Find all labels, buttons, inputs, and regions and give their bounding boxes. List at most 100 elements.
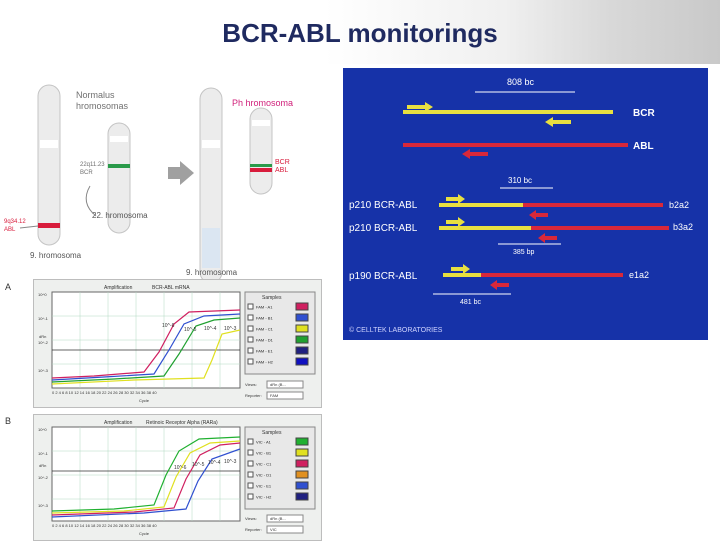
plot-b-svg: Amplification Retinoic Receptor Alpha (R… xyxy=(38,420,316,536)
curve-b1 xyxy=(51,313,241,381)
sample-label: VIC - H2 xyxy=(256,495,272,500)
svg-text:Samples: Samples xyxy=(262,430,282,436)
sample-label: FAM - B1 xyxy=(256,316,273,321)
title-bar xyxy=(0,0,720,64)
svg-text:Amplification: Amplification xyxy=(104,420,133,426)
svg-text:22q11.23: 22q11.23 xyxy=(80,162,105,168)
copyright: © CELLTEK LABORATORIES xyxy=(349,326,443,334)
sample-checkbox[interactable] xyxy=(247,493,254,500)
sample-color-swatch[interactable] xyxy=(295,437,309,446)
sample-color-swatch[interactable] xyxy=(295,459,309,468)
sample-checkbox[interactable] xyxy=(247,471,254,478)
svg-text:10^-3: 10^-3 xyxy=(224,459,237,465)
svg-text:ABL: ABL xyxy=(4,227,16,233)
svg-text:VIC: VIC xyxy=(270,527,277,532)
sample-color-swatch[interactable] xyxy=(295,357,309,366)
sample-color-swatch[interactable] xyxy=(295,346,309,355)
svg-text:10^-1: 10^-1 xyxy=(38,451,49,456)
svg-text:0 2 4 6 8 10 12 14 16 18 20 22: 0 2 4 6 8 10 12 14 16 18 20 22 24 26 28 … xyxy=(52,523,157,528)
sample-checkbox[interactable] xyxy=(247,325,254,332)
svg-text:BCR-ABL mRNA: BCR-ABL mRNA xyxy=(152,285,190,291)
b3a2-label: b3a2 xyxy=(673,222,693,232)
transcript-svg: 808 bc BCR ABL 310 bc p210 BCR-ABL b2a2 … xyxy=(349,77,693,334)
plot-a-letter: A xyxy=(5,282,12,292)
p190-label: p190 BCR-ABL xyxy=(349,271,418,282)
abl-band xyxy=(38,223,60,228)
sample-color-swatch[interactable] xyxy=(295,324,309,333)
primer-forward xyxy=(407,102,433,112)
normal-label-1: Normalus xyxy=(76,90,115,100)
svg-text:10^0: 10^0 xyxy=(38,427,47,432)
sample-color-swatch[interactable] xyxy=(295,335,309,344)
sample-checkbox[interactable] xyxy=(247,449,254,456)
e1a2-label: e1a2 xyxy=(629,270,649,280)
svg-text:10^-5: 10^-5 xyxy=(184,327,197,333)
sample-color-swatch[interactable] xyxy=(295,302,309,311)
svg-text:10^-4: 10^-4 xyxy=(204,326,217,332)
sample-label: FAM - A1 xyxy=(256,305,273,310)
svg-text:Reporter:: Reporter: xyxy=(245,527,262,532)
label-9-right: 9. hromosoma xyxy=(186,268,238,277)
reporter-select-b[interactable] xyxy=(266,525,304,534)
curve-d1 xyxy=(51,329,241,385)
sample-checkbox[interactable] xyxy=(247,314,254,321)
sample-color-swatch[interactable] xyxy=(295,470,309,479)
svg-text:10^-6: 10^-6 xyxy=(162,323,175,329)
svg-text:808 bc: 808 bc xyxy=(507,77,535,87)
transcript-panel: 808 bc BCR ABL 310 bc p210 BCR-ABL b2a2 … xyxy=(343,68,708,340)
sample-color-swatch[interactable] xyxy=(295,313,309,322)
sample-label: FAM - E1 xyxy=(256,349,273,354)
sample-checkbox[interactable] xyxy=(247,438,254,445)
svg-text:Samples: Samples xyxy=(262,295,282,301)
svg-text:481 bc: 481 bc xyxy=(460,299,482,306)
sample-color-swatch[interactable] xyxy=(295,448,309,457)
curve-b-c1 xyxy=(51,442,241,516)
sample-checkbox[interactable] xyxy=(247,336,254,343)
view-select-b[interactable] xyxy=(266,514,304,523)
normal-label-2: hromosomas xyxy=(76,101,129,111)
svg-text:310 bc: 310 bc xyxy=(508,176,532,185)
label-9-left: 9. hromosoma xyxy=(30,251,82,260)
p210-label-1: p210 BCR-ABL xyxy=(349,200,418,211)
svg-text:10^-2: 10^-2 xyxy=(38,340,49,345)
chromosome-9 xyxy=(37,84,61,246)
label-22: 22. hromosoma xyxy=(92,211,148,220)
curve-b-b1 xyxy=(51,440,241,514)
sample-checkbox[interactable] xyxy=(247,347,254,354)
view-select-a[interactable] xyxy=(266,380,304,389)
chromosome-22 xyxy=(107,122,131,234)
sample-label: VIC - C1 xyxy=(256,462,272,467)
plot-b-letter: B xyxy=(5,416,12,426)
plot-a-svg: Amplification BCR-ABL mRNA 10^0 10^-1 10… xyxy=(38,285,316,403)
svg-text:Views:: Views: xyxy=(245,516,257,521)
svg-text:Cycle: Cycle xyxy=(139,531,150,536)
svg-text:BCR: BCR xyxy=(275,159,290,166)
svg-text:9q34.12: 9q34.12 xyxy=(4,219,26,225)
sample-color-swatch[interactable] xyxy=(295,481,309,490)
sample-label: FAM - H2 xyxy=(256,360,274,365)
svg-text:10^-3: 10^-3 xyxy=(38,503,49,508)
bcr-label: BCR xyxy=(633,108,655,119)
sample-label: VIC - E1 xyxy=(256,484,272,489)
ph-chromosome xyxy=(249,107,273,195)
reporter-select-a[interactable] xyxy=(266,391,304,400)
sample-checkbox[interactable] xyxy=(247,358,254,365)
svg-text:FAM: FAM xyxy=(270,393,278,398)
sample-color-swatch[interactable] xyxy=(295,492,309,501)
bcr-band xyxy=(108,164,130,168)
svg-text:Retinoic Receptor Alpha (RARa): Retinoic Receptor Alpha (RARa) xyxy=(146,420,218,426)
svg-text:10^-3: 10^-3 xyxy=(224,326,237,332)
primer-reverse xyxy=(545,117,571,127)
svg-text:10^-4: 10^-4 xyxy=(208,460,221,466)
chromosome-svg: Normalus hromosomas Ph hromosoma 22q11.2… xyxy=(4,84,293,284)
slide-title: BCR-ABL monitorings xyxy=(222,18,498,48)
svg-text:10^-5: 10^-5 xyxy=(192,462,205,468)
sample-checkbox[interactable] xyxy=(247,460,254,467)
svg-text:0 2 4 6 8 10 12 14 16 18 20 22: 0 2 4 6 8 10 12 14 16 18 20 22 24 26 28 … xyxy=(52,390,157,395)
sample-checkbox[interactable] xyxy=(247,303,254,310)
transformation-arrow xyxy=(168,161,194,185)
sample-checkbox[interactable] xyxy=(247,482,254,489)
sample-label: VIC - A1 xyxy=(256,440,272,445)
svg-text:Amplification: Amplification xyxy=(104,285,133,291)
svg-text:Cycle: Cycle xyxy=(139,398,150,403)
